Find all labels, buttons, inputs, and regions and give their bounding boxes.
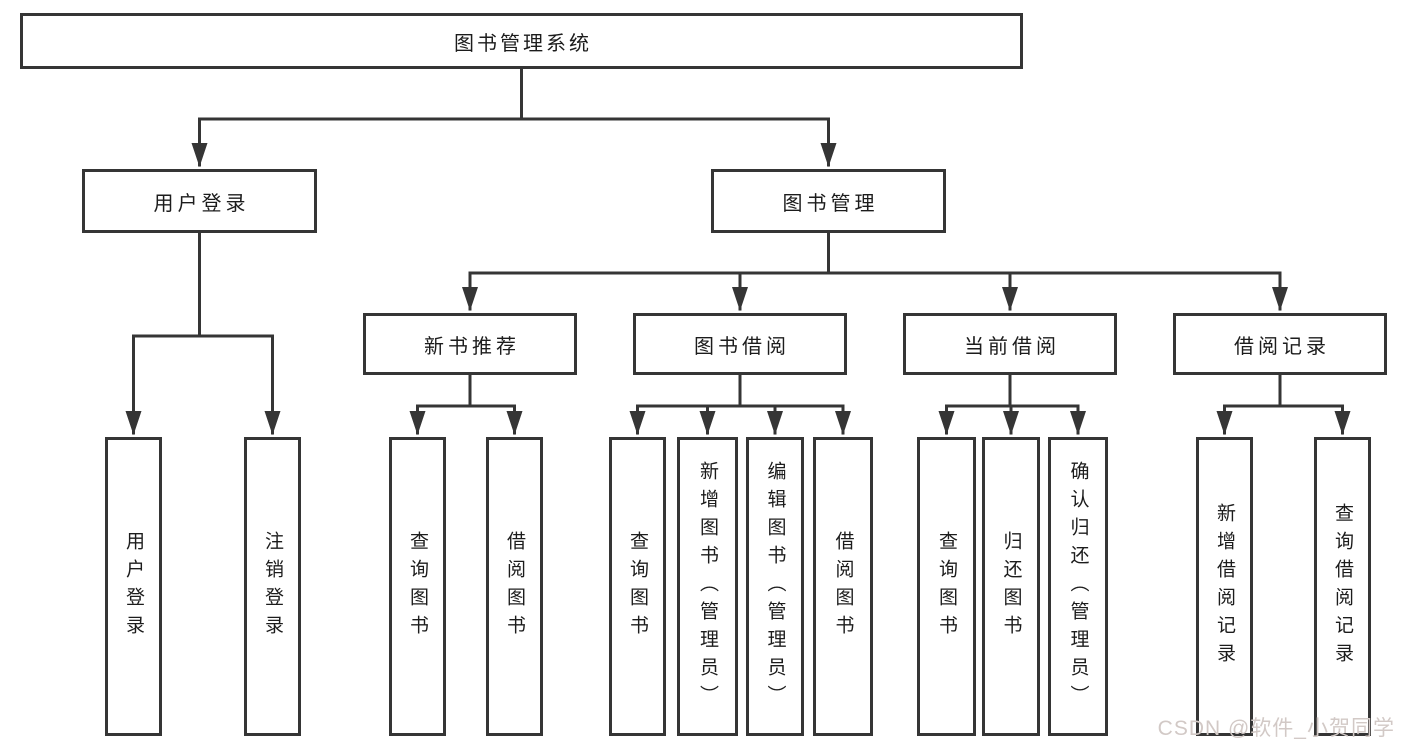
leaf-query-books-borrowing: 查询图书 xyxy=(609,437,666,736)
leaf-borrow-books-borrowing: 借阅图书 xyxy=(813,437,873,736)
leaf-borrow-books-recommend: 借阅图书 xyxy=(486,437,543,736)
leaf-confirm-return-admin: 确认归还（管理员） xyxy=(1048,437,1108,736)
leaf-query-books-recommend: 查询图书 xyxy=(389,437,446,736)
node-book-management: 图书管理 xyxy=(711,169,946,233)
leaf-add-books-admin: 新增图书（管理员） xyxy=(677,437,738,736)
node-current-borrowing: 当前借阅 xyxy=(903,313,1117,375)
leaf-query-borrow-record: 查询借阅记录 xyxy=(1314,437,1371,736)
node-borrowing-records: 借阅记录 xyxy=(1173,313,1387,375)
node-book-borrowing: 图书借阅 xyxy=(633,313,847,375)
leaf-user-login: 用户登录 xyxy=(105,437,162,736)
leaf-edit-books-admin: 编辑图书（管理员） xyxy=(746,437,804,736)
leaf-return-books: 归还图书 xyxy=(982,437,1040,736)
leaf-logout: 注销登录 xyxy=(244,437,301,736)
node-new-book-recommendation: 新书推荐 xyxy=(363,313,577,375)
watermark-text: CSDN @软件_小贺同学 xyxy=(1157,717,1395,740)
leaf-query-books-current: 查询图书 xyxy=(917,437,976,736)
node-root: 图书管理系统 xyxy=(20,13,1023,69)
node-user-login: 用户登录 xyxy=(82,169,317,233)
leaf-add-borrow-record: 新增借阅记录 xyxy=(1196,437,1253,736)
